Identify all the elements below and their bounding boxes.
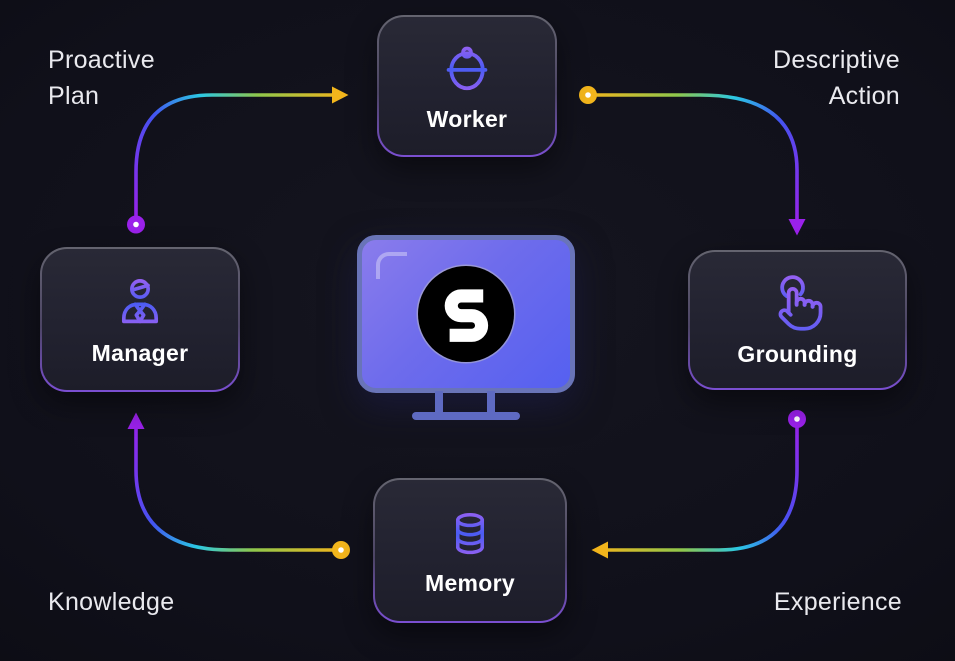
monitor-stand-leg-left — [435, 391, 443, 415]
edge-worker-to-grounding — [586, 93, 799, 221]
arrowhead-to-memory — [591, 541, 608, 559]
monitor-screen — [357, 235, 575, 393]
monitor-stand-base — [412, 412, 520, 420]
manager-label: Manager — [91, 339, 189, 366]
screen-shine — [376, 252, 407, 279]
monitor-stand-leg-right — [487, 391, 495, 415]
start-dot-manager-core — [133, 221, 139, 228]
database-icon — [455, 512, 485, 554]
worker-label: Worker — [426, 106, 508, 132]
grounding-label: Grounding — [737, 341, 858, 367]
person-tie-icon — [121, 278, 159, 323]
arrowhead-to-manager — [127, 412, 145, 429]
arrowhead-to-grounding — [788, 219, 806, 236]
logo-s — [444, 289, 489, 342]
start-dot-memory-core — [338, 547, 344, 553]
memory-label: Memory — [425, 569, 515, 596]
monitor — [357, 235, 575, 425]
edge-grounding-to-memory — [606, 417, 799, 552]
manager-card: Manager — [40, 247, 240, 392]
start-dot-worker-core — [585, 92, 591, 98]
hard-hat-icon — [446, 46, 488, 91]
memory-card: Memory — [373, 478, 567, 623]
logo-circle — [418, 266, 514, 362]
label-descriptive-action: Descriptive Action — [773, 46, 900, 110]
label-experience: Experience — [773, 588, 902, 616]
start-dot-grounding-core — [794, 416, 800, 422]
worker-card: Worker — [377, 15, 557, 157]
label-proactive-plan: Proactive Plan — [48, 46, 155, 110]
label-knowledge: Knowledge — [48, 588, 175, 616]
arrowhead-to-worker — [332, 86, 349, 104]
edge-memory-to-manager — [134, 427, 343, 552]
grounding-card: Grounding — [688, 250, 907, 390]
tap-click-icon — [778, 275, 822, 331]
edge-manager-to-worker — [134, 93, 334, 226]
